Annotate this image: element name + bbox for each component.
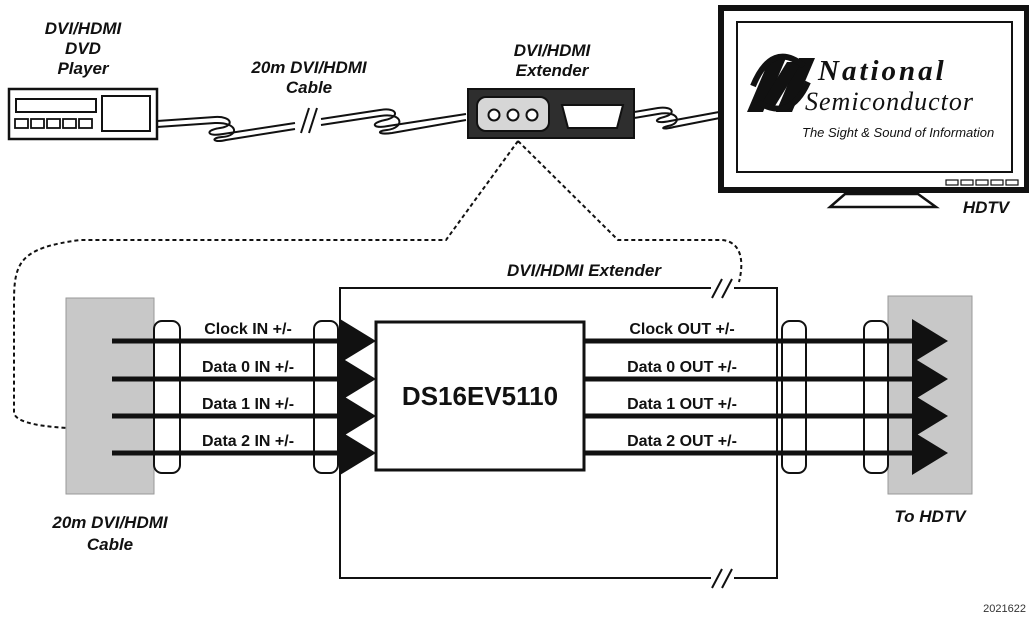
chip-label: DS16EV5110 <box>402 381 558 411</box>
extender-box-title: DVI/HDMI Extender <box>507 261 662 280</box>
logo-semiconductor-text: Semiconductor <box>805 87 974 116</box>
hdtv-label: HDTV <box>963 198 1011 217</box>
left-cable-label-1: 20m DVI/HDMI <box>51 513 169 532</box>
zoom-callout-outline <box>13 140 743 429</box>
figure-id: 2021622 <box>983 603 1026 615</box>
output-label-data2: Data 2 OUT +/- <box>627 433 737 450</box>
input-label-data2: Data 2 IN +/- <box>202 433 294 450</box>
extender-to-hdtv-cable <box>633 106 731 130</box>
output-label-data0: Data 0 OUT +/- <box>627 359 737 376</box>
left-cable-connector <box>65 297 155 495</box>
signal-lines-left <box>112 338 342 456</box>
extender-device <box>467 88 635 139</box>
input-receptacle-boot <box>313 320 339 474</box>
dvd-player-device <box>7 87 159 141</box>
input-label-data1: Data 1 IN +/- <box>202 396 294 413</box>
dvd-player-label-2: DVD <box>65 39 101 58</box>
top-cable-20m <box>156 107 467 142</box>
dvd-player-label-3: Player <box>57 59 109 78</box>
dvd-player-label-1: DVI/HDMI <box>45 19 123 38</box>
national-semiconductor-logo: National Semiconductor The Sight & Sound… <box>747 53 994 140</box>
left-cable-label-2: Cable <box>87 535 133 554</box>
input-label-clock: Clock IN +/- <box>204 321 292 338</box>
output-label-data1: Data 1 OUT +/- <box>627 396 737 413</box>
output-receptacle-boot <box>781 320 807 474</box>
left-cable-boot <box>153 320 181 474</box>
logo-national-text: National <box>817 55 947 87</box>
top-cable-label-1: 20m DVI/HDMI <box>250 58 368 77</box>
extender-label-2: Extender <box>516 61 590 80</box>
ds16ev5110-chip <box>374 320 586 472</box>
right-cable-boot <box>863 320 889 474</box>
input-arrowheads <box>340 319 376 475</box>
output-label-clock: Clock OUT +/- <box>629 321 734 338</box>
logo-tagline: The Sight & Sound of Information <box>802 125 994 140</box>
hdtv-connector <box>887 295 973 495</box>
output-arrowheads <box>912 319 948 475</box>
to-hdtv-label: To HDTV <box>894 507 967 526</box>
top-cable-label-2: Cable <box>286 78 332 97</box>
national-logo-mark <box>747 53 815 112</box>
extender-label-1: DVI/HDMI <box>514 41 592 60</box>
input-label-data0: Data 0 IN +/- <box>202 359 294 376</box>
